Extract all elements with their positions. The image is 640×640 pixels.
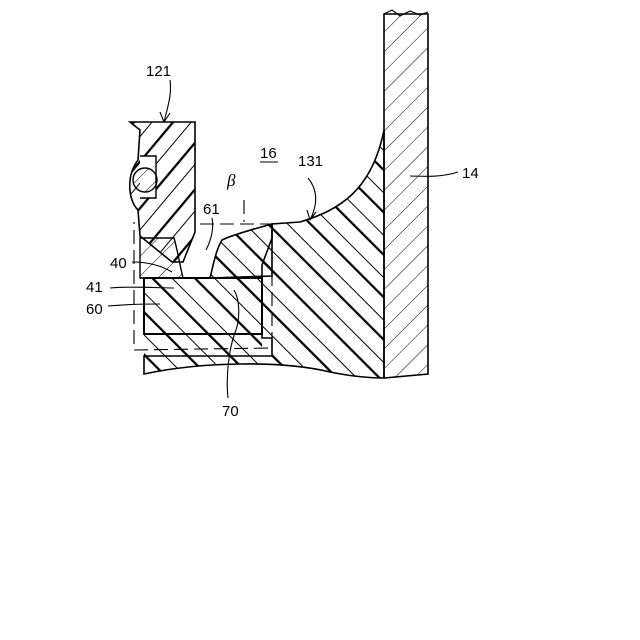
label-14: 14 (462, 165, 479, 182)
label-60: 60 (86, 301, 103, 318)
label-41: 41 (86, 279, 103, 296)
part-41-insert (144, 278, 262, 334)
label-40: 40 (110, 255, 127, 272)
part-60-strip (144, 334, 262, 356)
label-16: 16 (260, 145, 277, 162)
label-beta: β (226, 171, 236, 190)
label-121: 121 (146, 63, 171, 80)
part-61-lip (210, 224, 272, 278)
label-70: 70 (222, 403, 239, 420)
label-131: 131 (298, 153, 323, 170)
part-14-wall (384, 10, 428, 378)
label-61: 61 (203, 201, 220, 218)
